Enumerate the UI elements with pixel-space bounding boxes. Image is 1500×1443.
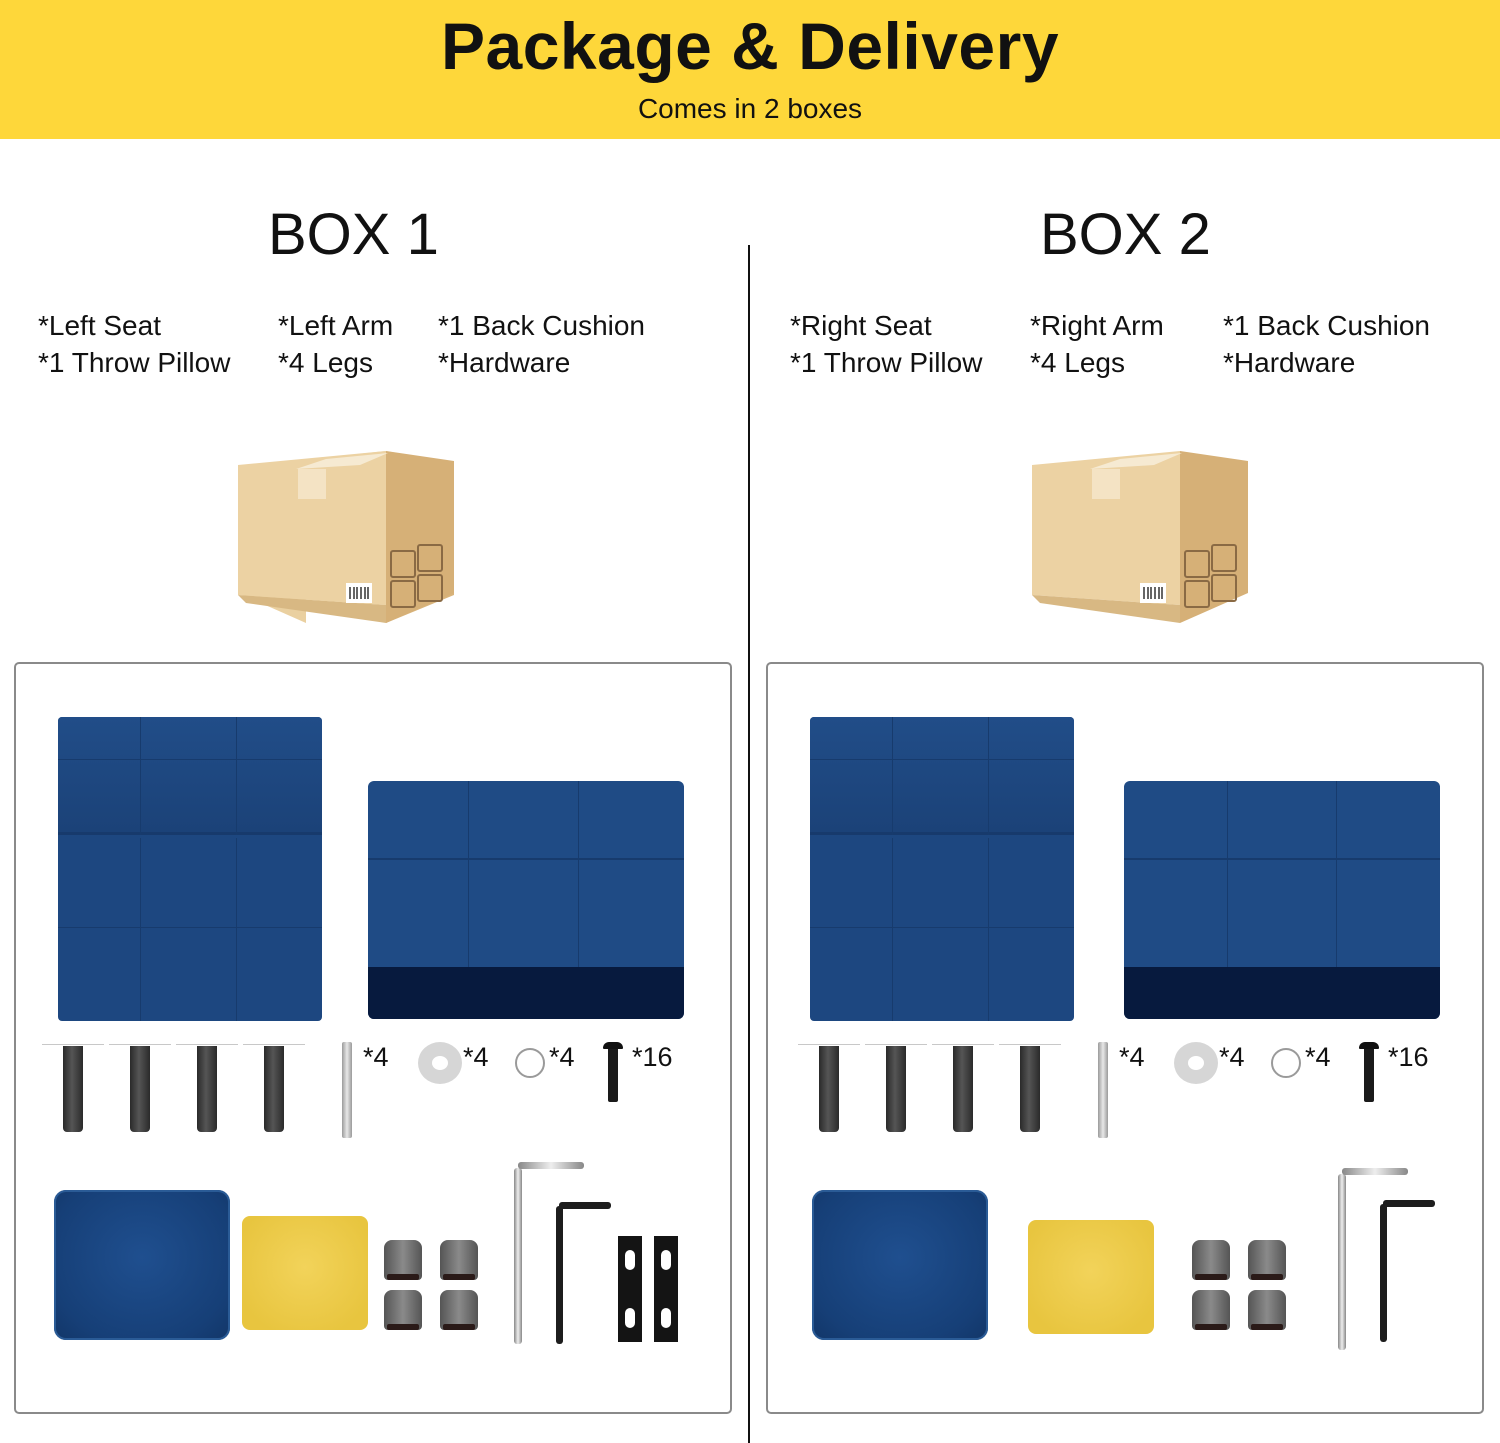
cardboard-box-icon (1032, 451, 1248, 623)
bolt-quantity: *4 (363, 1042, 389, 1072)
sofa-leg-icon (109, 1044, 171, 1139)
box-2-parts-panel: *4 *4 *4 *16 (766, 662, 1484, 1414)
box-2-column: BOX 2 *Right Seat *Right Arm *1 Back Cus… (750, 140, 1500, 1443)
list-item: *Hardware (1223, 347, 1356, 378)
screw-icon (1359, 1042, 1379, 1102)
sofa-leg-icon (932, 1044, 994, 1139)
sofa-leg-icon (42, 1044, 104, 1139)
large-washer-quantity: *4 (463, 1042, 489, 1072)
screw-quantity: *16 (1388, 1042, 1429, 1072)
large-washer-icon (418, 1042, 462, 1084)
leg-glide-icon (1192, 1240, 1230, 1280)
box-1-title: BOX 1 (268, 202, 439, 267)
leg-glide-icon (384, 1290, 422, 1330)
box-2-title: BOX 2 (1040, 202, 1211, 267)
connecting-bracket-icon (654, 1236, 678, 1342)
list-item: *1 Back Cushion (438, 310, 646, 341)
list-item: *4 Legs (1030, 347, 1125, 378)
right-arm-image (1124, 781, 1440, 1019)
bolt-quantity: *4 (1119, 1042, 1145, 1072)
page-subtitle: Comes in 2 boxes (637, 93, 863, 124)
list-item: *Left Seat (38, 310, 161, 341)
box-1-parts-panel: *4 *4 *4 *16 (14, 662, 732, 1414)
back-cushion-image (812, 1190, 988, 1340)
box-1-column: BOX 1 *Left Seat *Left Arm *1 Back Cushi… (0, 140, 750, 1443)
leg-glides-group (1192, 1240, 1292, 1330)
leg-glide-icon (440, 1240, 478, 1280)
connecting-bracket-icon (618, 1236, 642, 1342)
legs-group (42, 1044, 305, 1139)
screw-quantity: *16 (632, 1042, 673, 1072)
cardboard-box-icon (238, 451, 454, 623)
sofa-leg-icon (798, 1044, 860, 1139)
large-washer-icon (1174, 1042, 1218, 1084)
list-item: *1 Throw Pillow (38, 347, 231, 378)
list-item: *Right Arm (1030, 310, 1164, 341)
list-item: *Hardware (438, 347, 571, 378)
list-item: *Left Arm (278, 310, 394, 341)
sofa-leg-icon (243, 1044, 305, 1139)
large-washer-quantity: *4 (1219, 1042, 1245, 1072)
page-title: Package & Delivery (440, 9, 1060, 83)
column-divider (748, 245, 750, 1443)
leg-glide-icon (384, 1240, 422, 1280)
small-washer-quantity: *4 (549, 1042, 575, 1072)
leg-glide-icon (1248, 1240, 1286, 1280)
sofa-leg-icon (999, 1044, 1061, 1139)
throw-pillow-image (1028, 1220, 1154, 1334)
bolt-icon (342, 1042, 352, 1138)
left-seat-image (58, 717, 322, 1021)
sofa-leg-icon (176, 1044, 238, 1139)
list-item: *1 Back Cushion (1223, 310, 1431, 341)
list-item: *Right Seat (790, 310, 932, 341)
screw-icon (603, 1042, 623, 1102)
legs-group (794, 1044, 1061, 1139)
bolt-icon (1098, 1042, 1108, 1138)
leg-glide-icon (1248, 1290, 1286, 1330)
small-washer-icon (1271, 1048, 1301, 1078)
leg-glides-group (384, 1240, 484, 1330)
left-arm-image (368, 781, 684, 1019)
list-item: *1 Throw Pillow (790, 347, 983, 378)
right-seat-image (810, 717, 1074, 1021)
list-item: *4 Legs (278, 347, 373, 378)
sofa-leg-icon (865, 1044, 927, 1139)
back-cushion-image (54, 1190, 230, 1340)
header-banner: Package & Delivery Comes in 2 boxes (0, 0, 1500, 139)
small-washer-quantity: *4 (1305, 1042, 1331, 1072)
throw-pillow-image (242, 1216, 368, 1330)
leg-glide-icon (1192, 1290, 1230, 1330)
small-washer-icon (515, 1048, 545, 1078)
leg-glide-icon (440, 1290, 478, 1330)
